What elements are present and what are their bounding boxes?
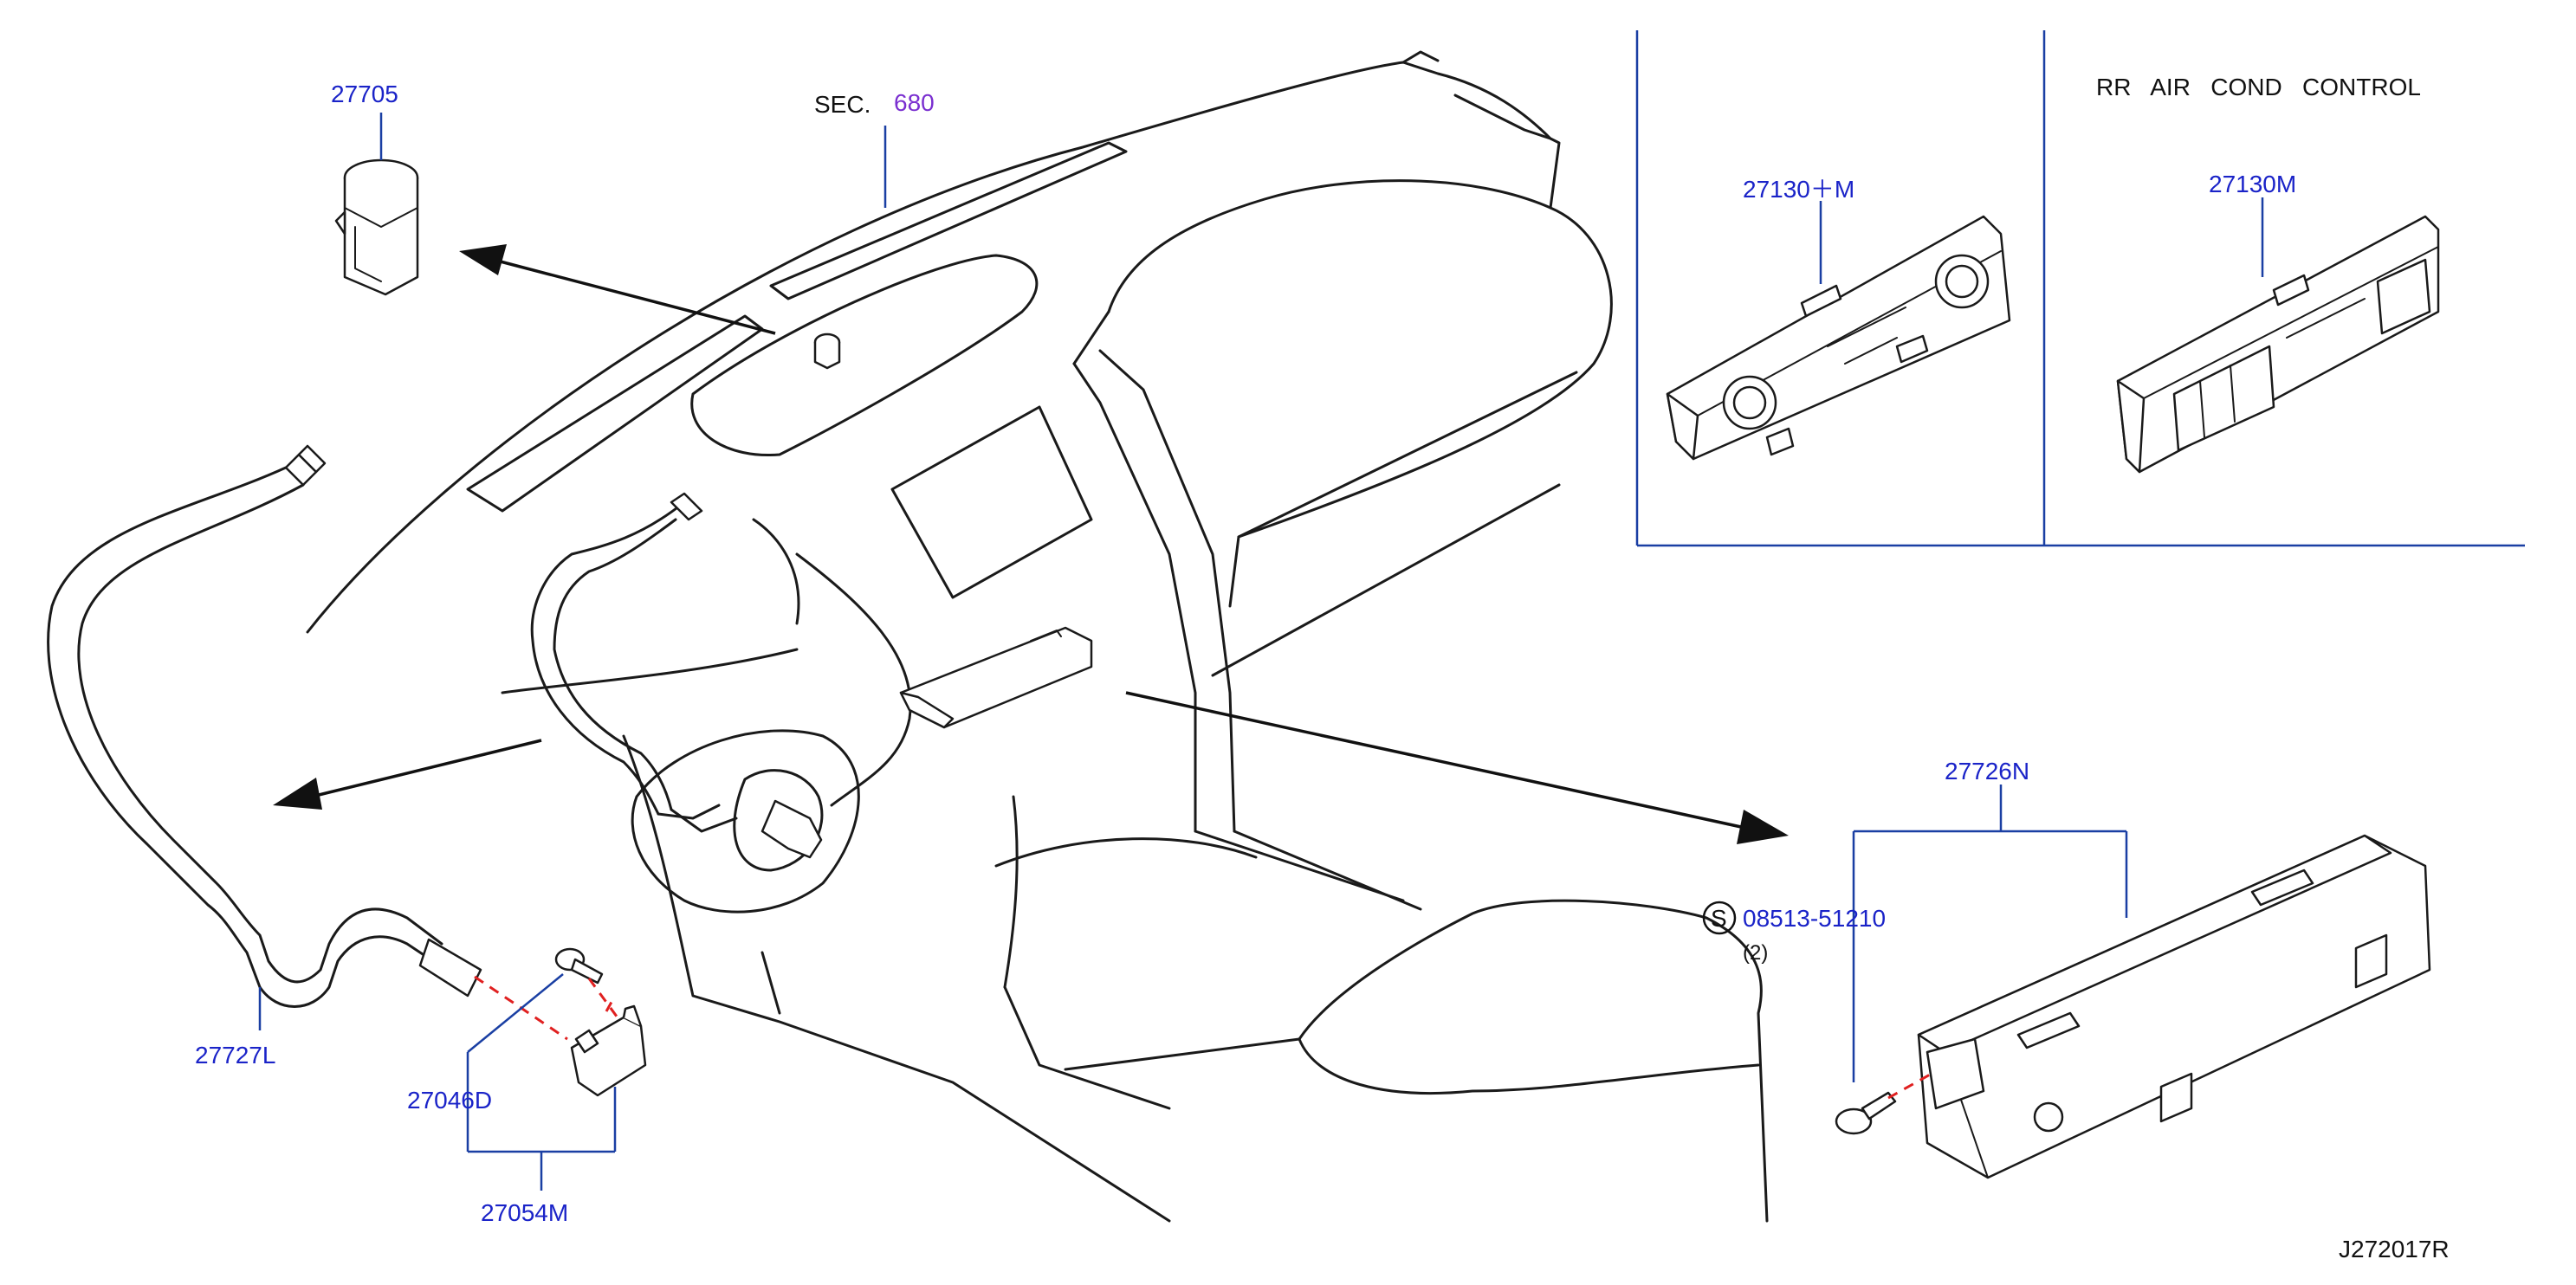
steering-column-area (631, 729, 860, 914)
dashboard-outline (306, 50, 1769, 1223)
fastener-path-screw (1887, 1072, 1932, 1100)
part-number-27130-plus-m[interactable]: 27130＋M (1743, 176, 1854, 203)
screw-08513-51210 (1835, 1091, 1897, 1135)
part-number-27130m[interactable]: 27130M (2209, 171, 2296, 197)
section-ref-prefix: SEC. (814, 91, 871, 118)
arrow-to-27726n (1125, 691, 1789, 844)
screw-quantity: (2) (1743, 941, 1768, 965)
fastener-path-clip (605, 995, 617, 1012)
front-ac-control-panel (1666, 215, 2011, 461)
screw-symbol-circle (1702, 901, 1737, 935)
fastener-path-27046d (587, 978, 621, 1021)
leader-27046d (466, 973, 564, 1152)
part-27046d-screw (554, 947, 604, 985)
part-number-27726n[interactable]: 27726N (1945, 758, 2029, 785)
dash-control-unit (899, 626, 1093, 729)
drawing-id: J272017R (2339, 1236, 2450, 1262)
inset-title: RR AIR COND CONTROL (2096, 74, 2421, 100)
rear-ac-control-panel (2116, 215, 2440, 474)
leader-27054m (468, 1087, 617, 1191)
part-number-27705[interactable]: 27705 (331, 81, 398, 107)
leader-27726n (1852, 785, 2128, 1082)
part-number-27727l[interactable]: 27727L (195, 1042, 275, 1069)
dash-sensor-small (813, 333, 841, 370)
part-number-27054m[interactable]: 27054M (481, 1199, 568, 1226)
section-ref-number[interactable]: 680 (894, 89, 935, 116)
arrow-to-27705 (459, 244, 776, 335)
arrow-to-duct (273, 739, 542, 810)
inset-frame (1635, 30, 2525, 547)
part-27705-sensor (334, 158, 419, 296)
part-27054m-sensor (570, 1004, 647, 1097)
aspirator-duct-hose (47, 444, 738, 1008)
part-27726n-module (1917, 834, 2431, 1179)
part-number-screw[interactable]: 08513-51210 (1743, 905, 1886, 932)
screw-symbol: S (1711, 905, 1727, 932)
part-number-27046d[interactable]: 27046D (407, 1087, 492, 1114)
